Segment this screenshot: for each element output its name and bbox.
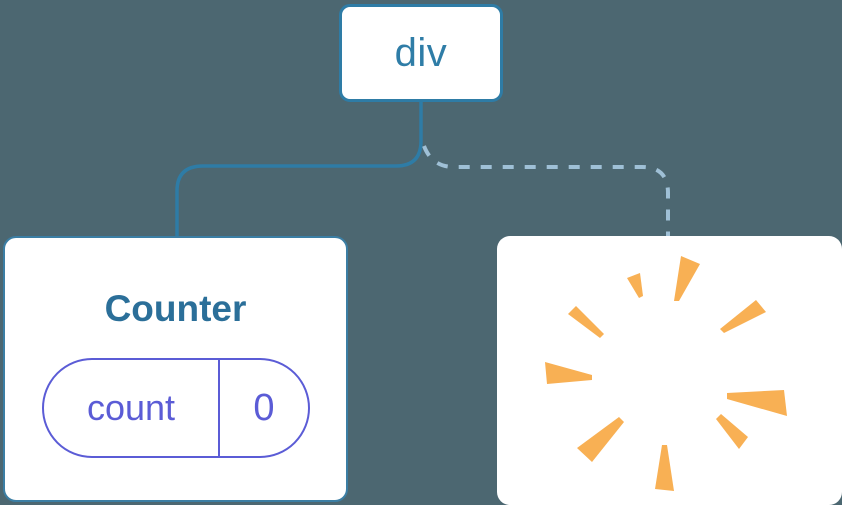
connector-solid-left bbox=[175, 100, 423, 240]
state-pill: count 0 bbox=[42, 358, 310, 458]
poof-ray bbox=[627, 273, 643, 298]
poof-ray bbox=[545, 362, 592, 384]
state-value: 0 bbox=[253, 386, 275, 429]
connector-dashed-right bbox=[422, 145, 670, 237]
poof-icon bbox=[545, 256, 787, 491]
poof-ray bbox=[674, 256, 700, 301]
counter-title: Counter bbox=[104, 288, 247, 329]
poof-ray bbox=[577, 417, 624, 462]
poof-ray bbox=[568, 306, 604, 338]
poof-ray bbox=[720, 300, 766, 333]
tree-node-removed bbox=[497, 236, 842, 505]
tree-node-root: div bbox=[339, 4, 503, 102]
poof-ray bbox=[655, 445, 674, 491]
tree-node-counter: Counter count 0 bbox=[3, 236, 348, 502]
poof-ray bbox=[716, 414, 748, 449]
poof-ray bbox=[727, 390, 787, 416]
state-key: count bbox=[44, 360, 220, 456]
root-node-label: div bbox=[394, 30, 448, 75]
